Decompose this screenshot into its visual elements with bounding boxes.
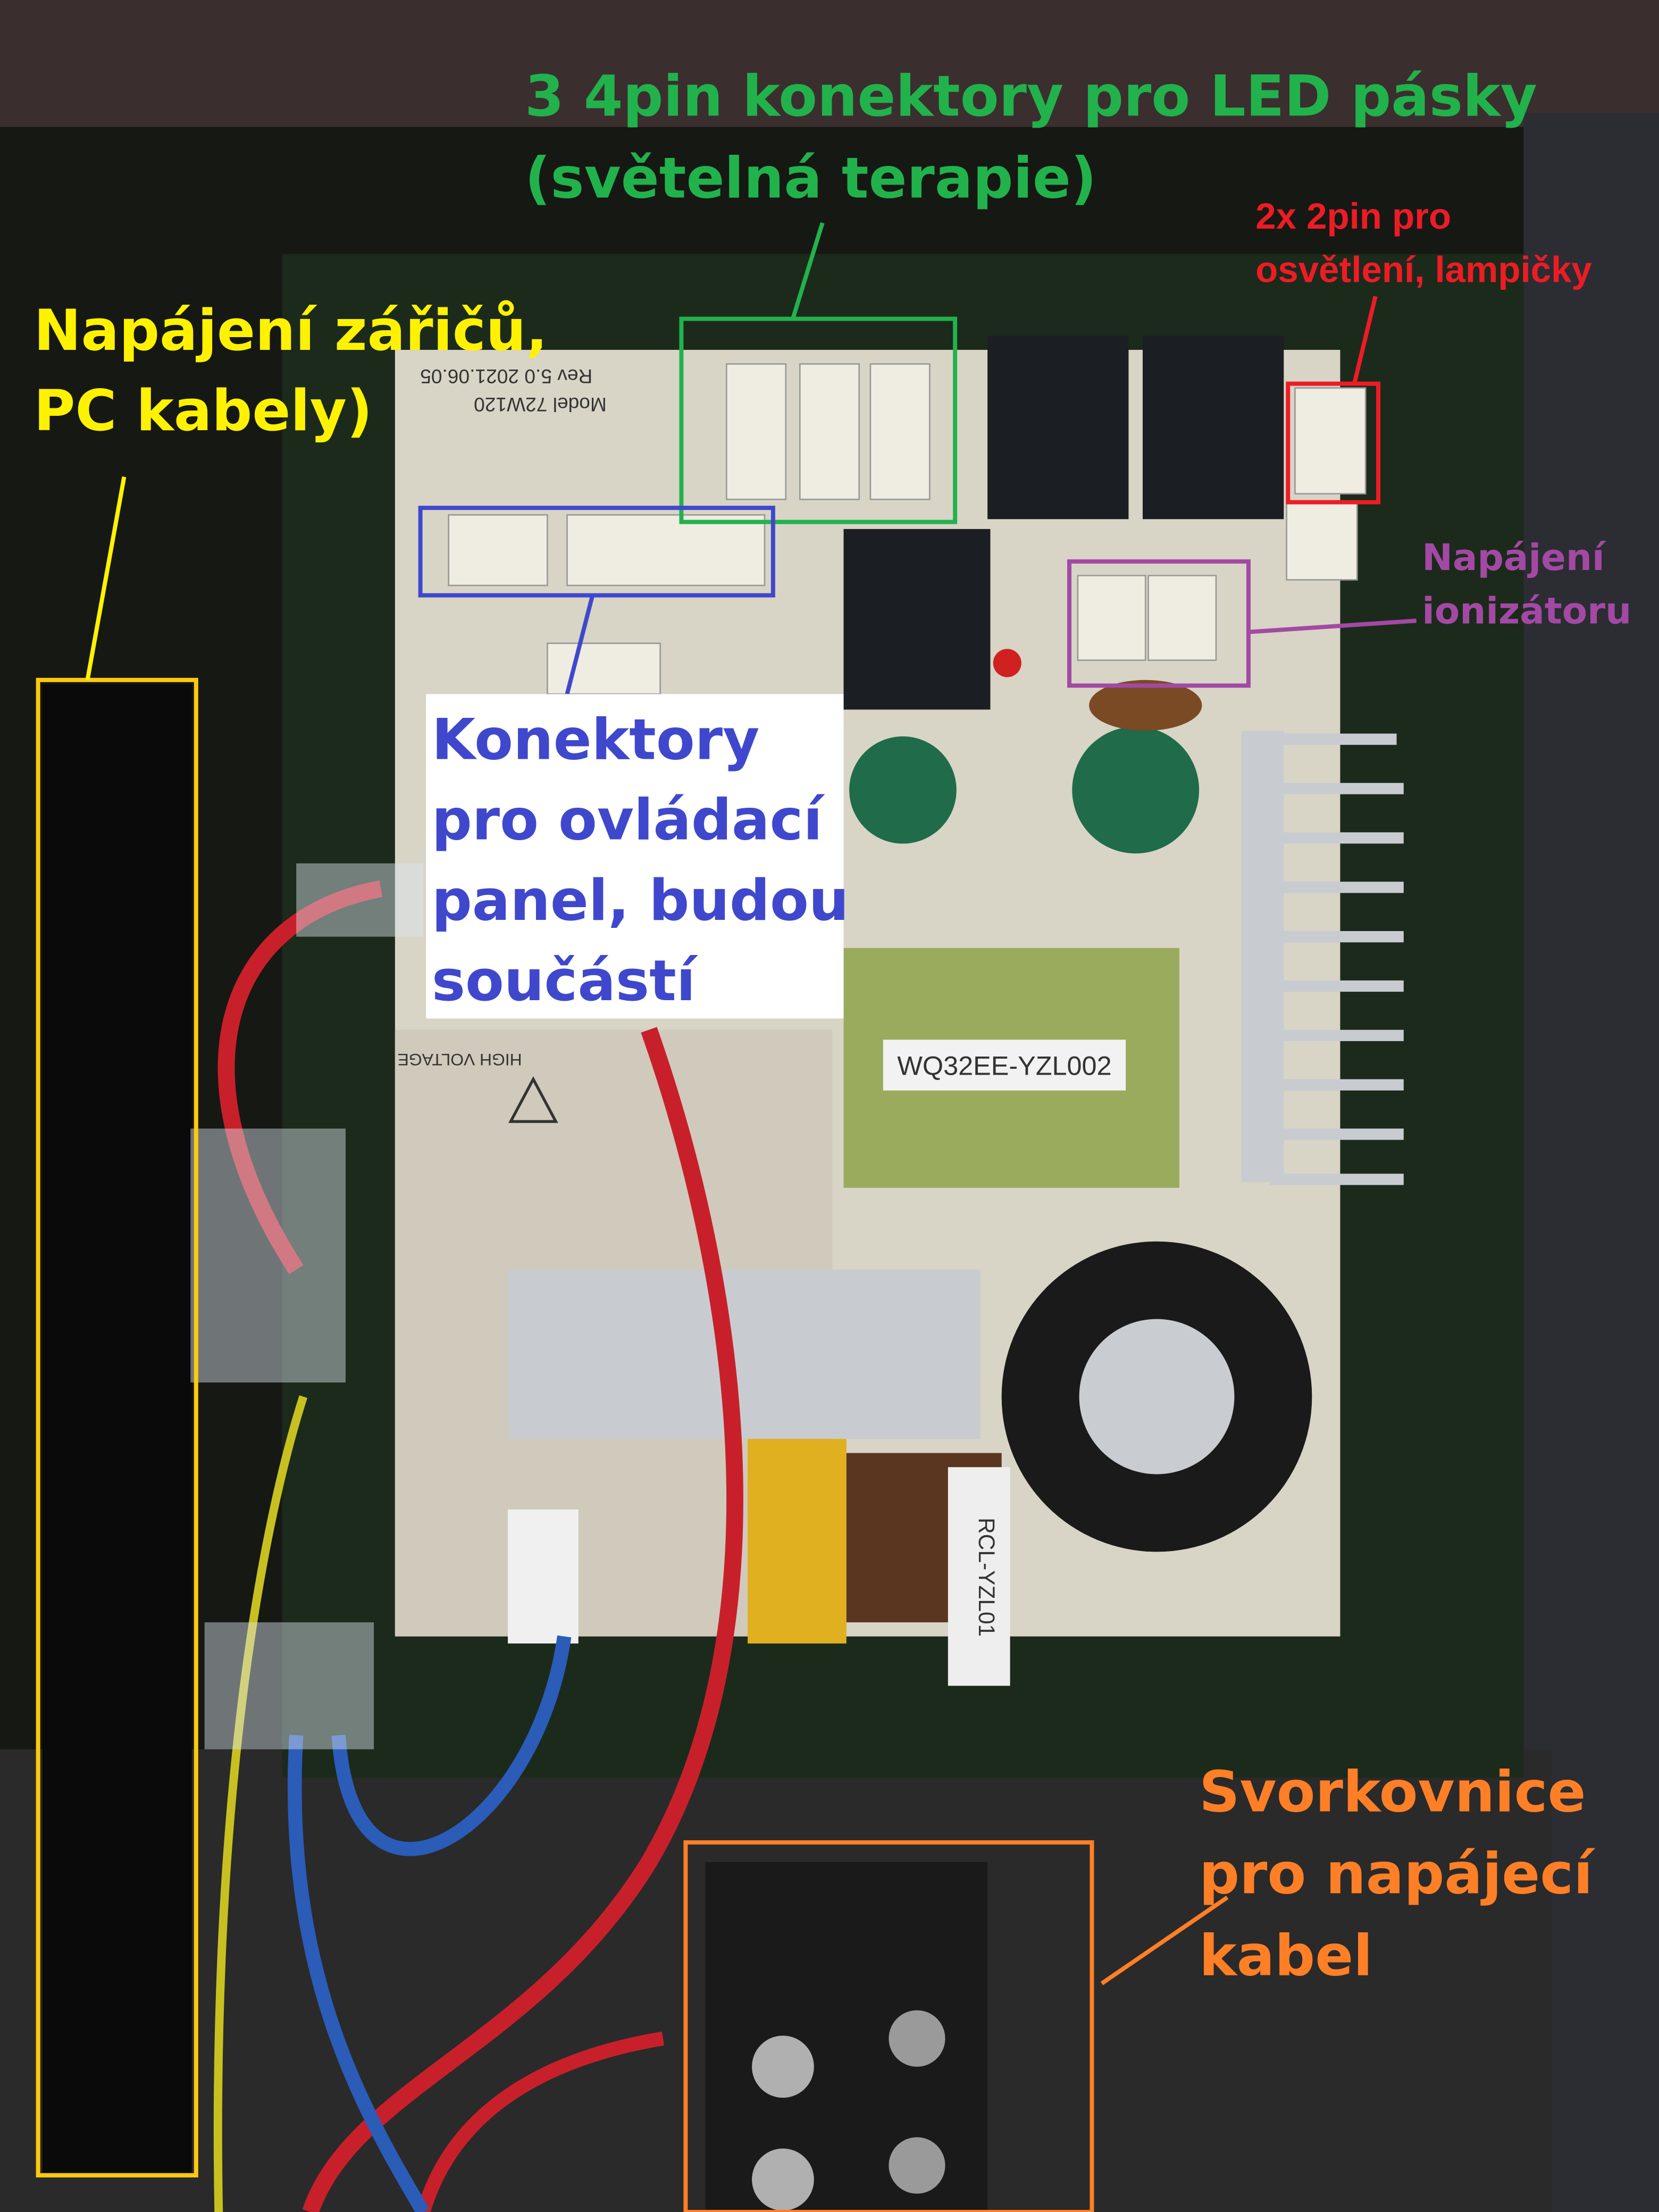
ionizer-connectors-highlight: [1067, 559, 1251, 688]
panel-connectors: [448, 514, 766, 695]
light-connector: [1294, 387, 1367, 495]
terminal-highlight: [683, 1840, 1094, 2212]
led-indicator: [993, 649, 1021, 677]
lights-label-line2: osvětlení, lampičky: [1255, 249, 1592, 290]
led-connectors-highlight: [679, 316, 958, 524]
emitters-label-line1: Napájení zářičů,: [34, 298, 548, 364]
lights-label-line1: 2x 2pin pro: [1255, 196, 1451, 237]
led-label-line1: 3 4pin konektory pro LED pásky: [525, 64, 1537, 130]
mains-connector: [508, 1509, 579, 1644]
emitter-connectors-highlight: [36, 677, 198, 2177]
ionizer-label-line2: ionizátoru: [1422, 590, 1631, 633]
terminal-screw: [889, 2137, 945, 2194]
red-wire: [302, 1027, 743, 2212]
carpet-top: [0, 0, 1659, 127]
ionizer-leader-line: [1248, 618, 1417, 634]
yellow-wire: [213, 1395, 307, 2212]
capacitor: [1072, 726, 1200, 854]
led-leader-line: [791, 222, 825, 320]
ionizer-connector: [1147, 575, 1217, 661]
pcb-rev-text: Rev 5.0 2021.06.05: [420, 365, 592, 388]
x-capacitor: [748, 1439, 847, 1644]
red-wire: [416, 2031, 665, 2212]
heatsink-bottom: [508, 1269, 981, 1439]
heatsink-right: [1241, 731, 1404, 1185]
relay: [1142, 336, 1284, 520]
panel-label-line4: součástí: [432, 948, 699, 1014]
spade-connector: [204, 1622, 374, 1749]
choke-label-plate: [948, 1467, 1010, 1686]
panel-label-background: [426, 694, 844, 1019]
terminal-screw: [752, 2035, 814, 2098]
red-wire: [217, 880, 383, 1275]
terminal-label-line3: kabel: [1199, 1923, 1372, 1989]
panel-label-line2: pro ovládací: [432, 787, 826, 853]
terminal-label-line1: Svorkovnice: [1199, 1759, 1586, 1825]
transformer-label-plate: [883, 1040, 1126, 1091]
terminal-screw: [889, 2010, 945, 2067]
spade-connector: [296, 863, 423, 937]
blue-wire: [331, 1635, 572, 1856]
warning-triangle-icon: [508, 1076, 558, 1123]
inductor-coil: [1089, 680, 1202, 731]
emitter-panel: [42, 684, 192, 2173]
panel-label-line1: Konektory: [432, 707, 759, 773]
panel-connectors-highlight: [418, 506, 775, 598]
led-label-line2: (světelná terapie): [525, 145, 1096, 211]
capacitor-top: [1079, 1319, 1235, 1474]
panel-leader-line: [565, 594, 595, 695]
pcb-model-text: Model 72W120: [474, 393, 607, 416]
panel-label-line3: panel, budou: [432, 868, 849, 934]
ionizer-connector: [1077, 575, 1146, 661]
terminal-leader-line: [1100, 1896, 1229, 1985]
light-connector: [1286, 501, 1358, 581]
ionizer-label-line1: Napájení: [1422, 537, 1606, 579]
pcb-high-voltage-text: HIGH VOLTAGE: [398, 1050, 522, 1069]
light-connectors-highlight: [1286, 381, 1381, 505]
capacitor: [849, 736, 957, 844]
choke-label: RCL-YZL01: [974, 1518, 999, 1637]
emitters-leader-line: [85, 476, 127, 681]
relay: [987, 336, 1129, 520]
spade-connector: [190, 1128, 346, 1382]
relay: [843, 529, 991, 710]
emitters-label-line2: PC kabely): [34, 378, 373, 444]
transformer-label: WQ32EE-YZL002: [897, 1051, 1111, 1081]
terminal-screw: [752, 2148, 814, 2211]
blue-wire: [288, 1735, 430, 2212]
terminal-block: [705, 1862, 988, 2212]
terminal-label-line2: pro napájecí: [1199, 1841, 1596, 1907]
lights-leader-line: [1352, 296, 1378, 384]
led-connectors: [726, 363, 931, 500]
